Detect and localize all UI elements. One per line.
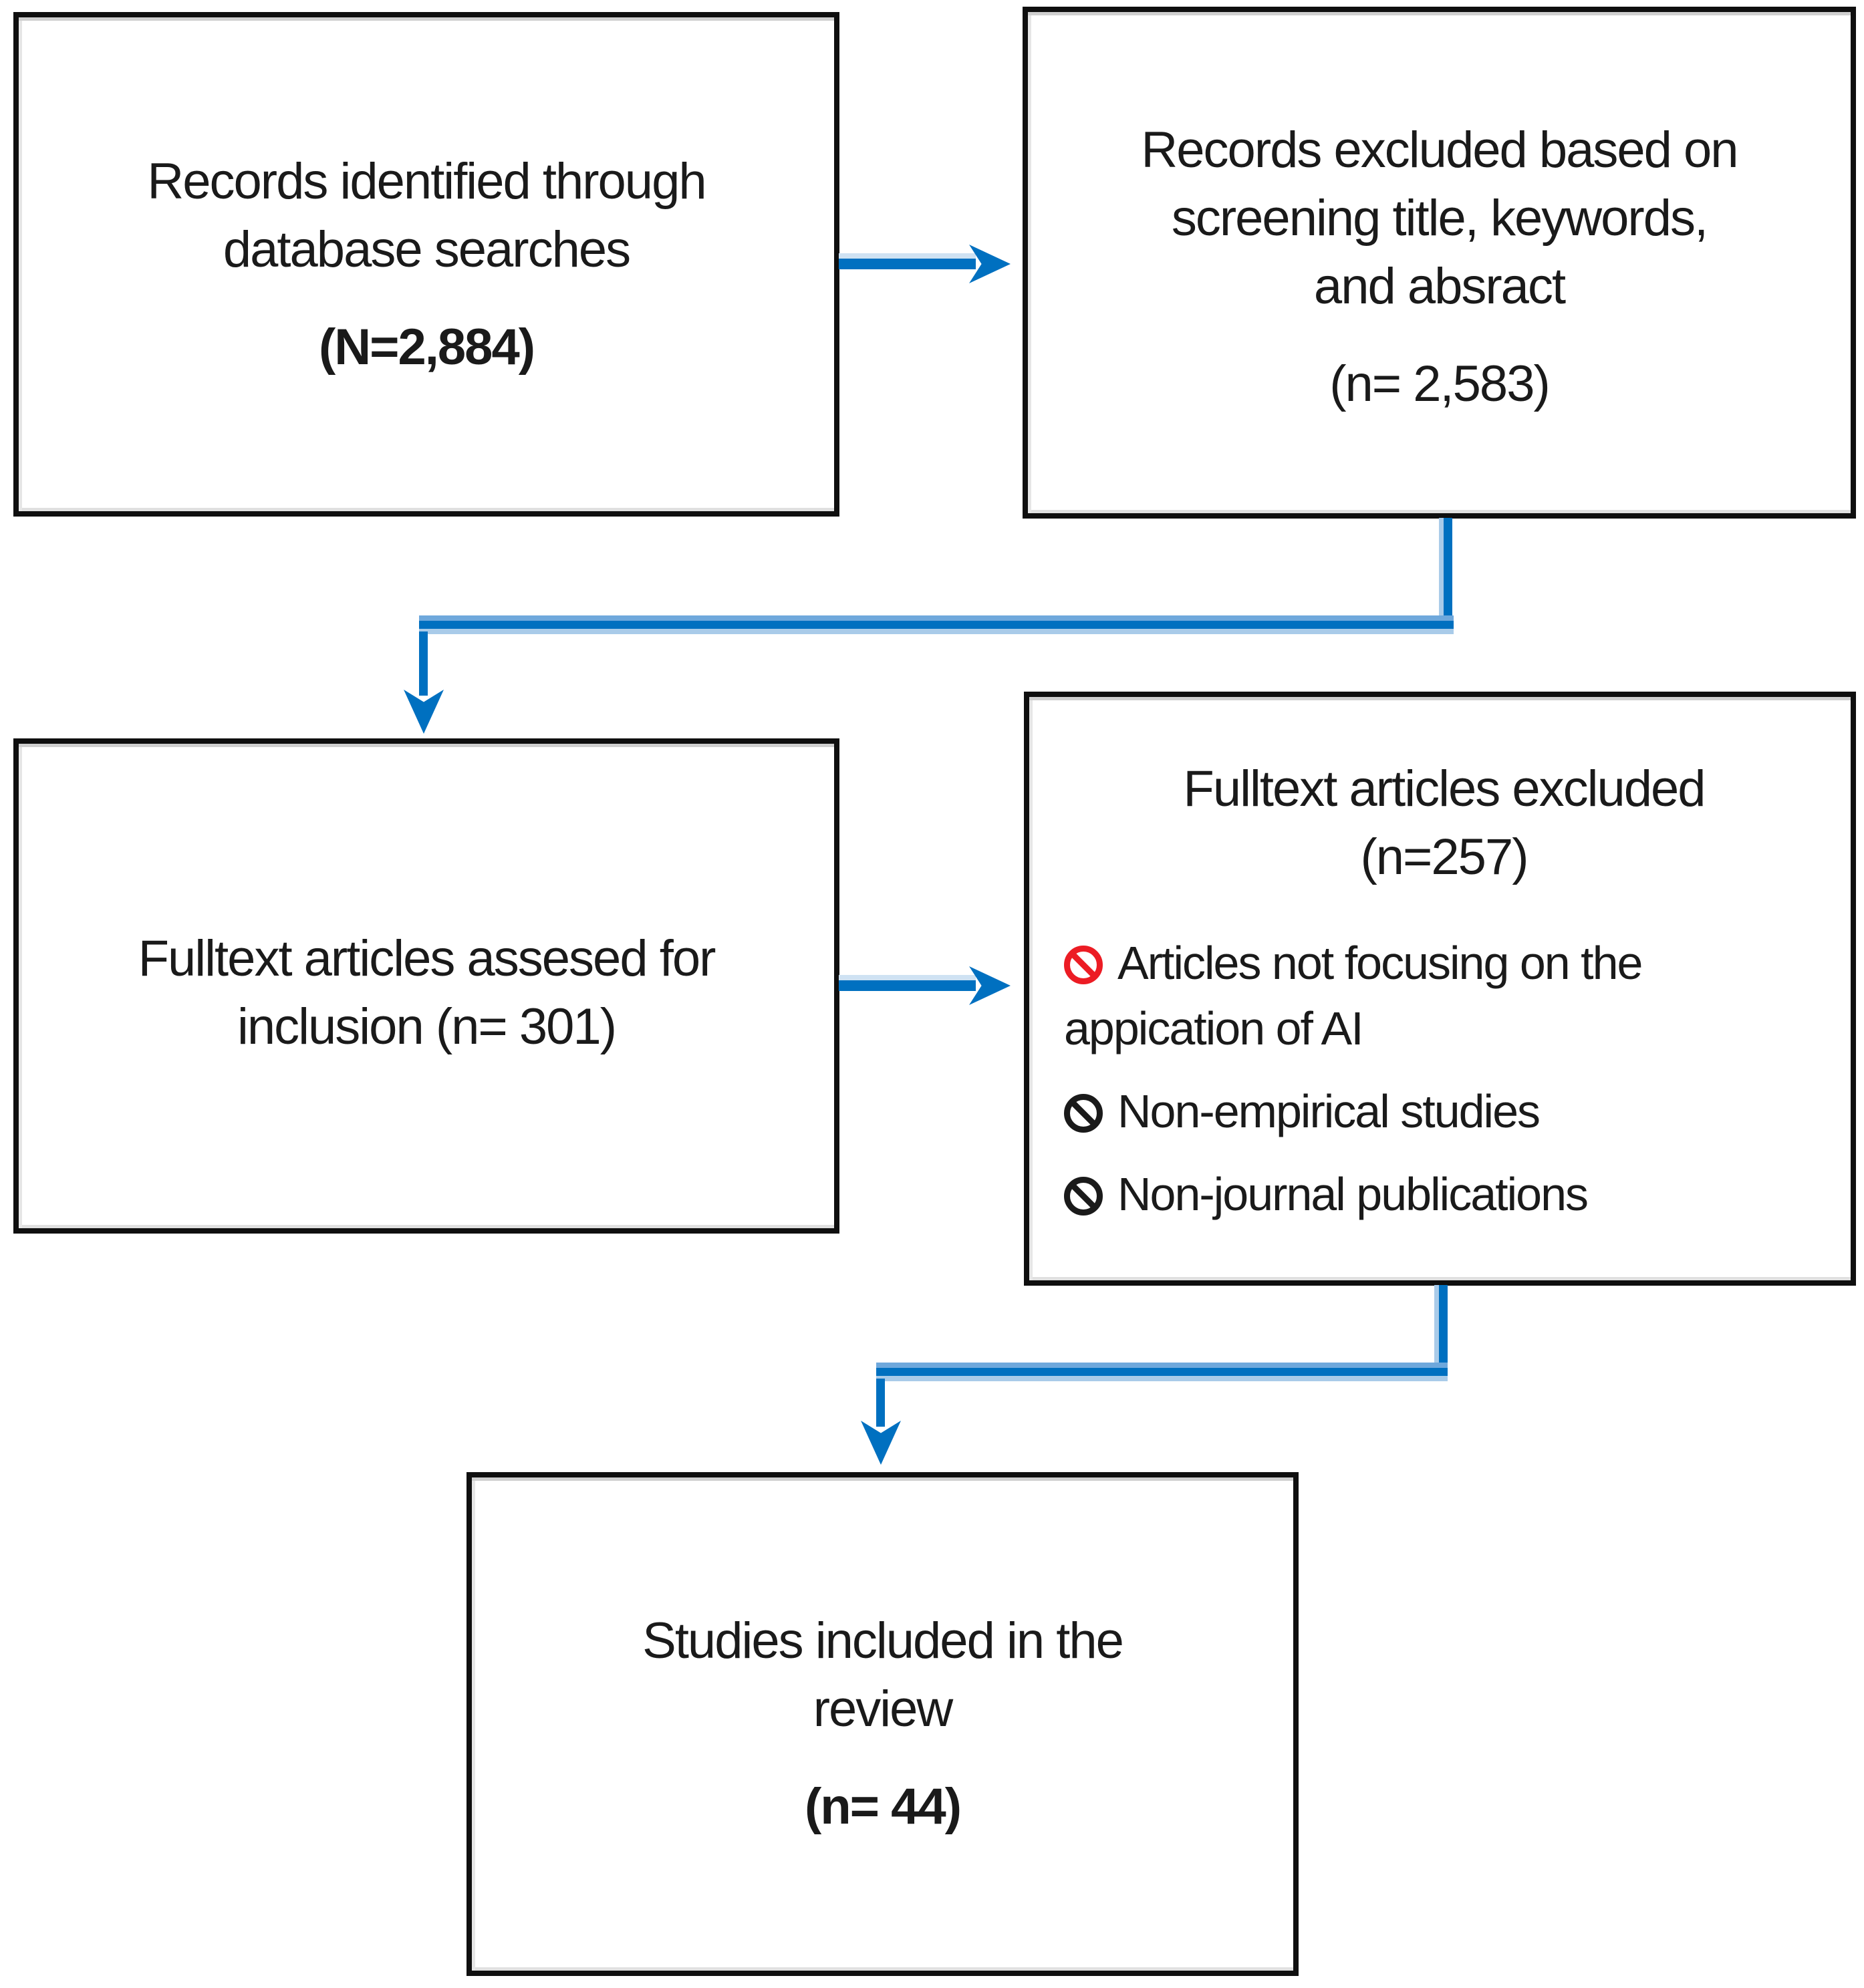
- box-text-line: inclusion (n= 301): [237, 998, 617, 1055]
- prohibition-icon-red: [1064, 946, 1103, 984]
- box-text-line: and absract: [1313, 258, 1566, 315]
- exclusion-reason: Non-journal publications: [1064, 1161, 1824, 1227]
- exclusion-reason-list: Articles not focusing on the appication …: [1064, 930, 1824, 1227]
- arrow-down-icon: [861, 1421, 901, 1465]
- box-text-line: Records identified through: [147, 152, 706, 210]
- box-text-line: Fulltext articles assesed for: [138, 930, 716, 987]
- exclusion-reason: Articles not focusing on the appication …: [1064, 930, 1824, 1061]
- box-records-identified: Records identified through database sear…: [13, 12, 839, 517]
- connector-excluded-to-included-segment: [876, 1379, 885, 1427]
- reason-text: Non-journal publications: [1117, 1168, 1589, 1220]
- connector-excluded-to-assessed-segment: [1444, 518, 1452, 619]
- arrow-identified-to-excluded-shaft: [839, 253, 976, 269]
- reason-text: appication of AI: [1064, 1002, 1364, 1054]
- connector-excluded-to-assessed-segment: [419, 615, 1454, 634]
- box-fulltext-assessed: Fulltext articles assesed for inclusion …: [13, 738, 839, 1234]
- box-text-line: screening title, keywords,: [1171, 190, 1708, 247]
- record-count: (n= 44): [804, 1778, 962, 1835]
- arrow-down-icon: [404, 690, 444, 734]
- box-title-line: Fulltext articles excluded: [1183, 760, 1706, 817]
- box-studies-included: Studies included in the review (n= 44): [467, 1472, 1299, 1976]
- box-records-excluded: Records excluded based on screening titl…: [1023, 7, 1856, 519]
- connector-excluded-to-included-segment: [876, 1363, 1448, 1381]
- prohibition-icon: [1064, 1094, 1103, 1133]
- box-text-line: Studies included in the: [642, 1612, 1124, 1669]
- arrow-assessed-to-excluded-shaft: [839, 975, 976, 991]
- box-text-line: review: [813, 1681, 954, 1737]
- record-count: (n= 2,583): [1329, 356, 1551, 412]
- box-text-line: database searches: [223, 221, 631, 278]
- connector-excluded-to-included-segment: [1439, 1285, 1448, 1375]
- record-count: (N=2,884): [318, 318, 535, 376]
- box-fulltext-excluded: Fulltext articles excluded (n=257) Artic…: [1024, 692, 1856, 1286]
- reason-text: Non-empirical studies: [1117, 1085, 1541, 1137]
- record-count: (n=257): [1360, 829, 1528, 885]
- connector-excluded-to-assessed-segment: [419, 631, 428, 696]
- box-text-line: Records excluded based on: [1141, 122, 1738, 178]
- reason-text: Articles not focusing on the: [1117, 937, 1643, 989]
- exclusion-reason: Non-empirical studies: [1064, 1079, 1824, 1144]
- prohibition-icon: [1064, 1177, 1103, 1216]
